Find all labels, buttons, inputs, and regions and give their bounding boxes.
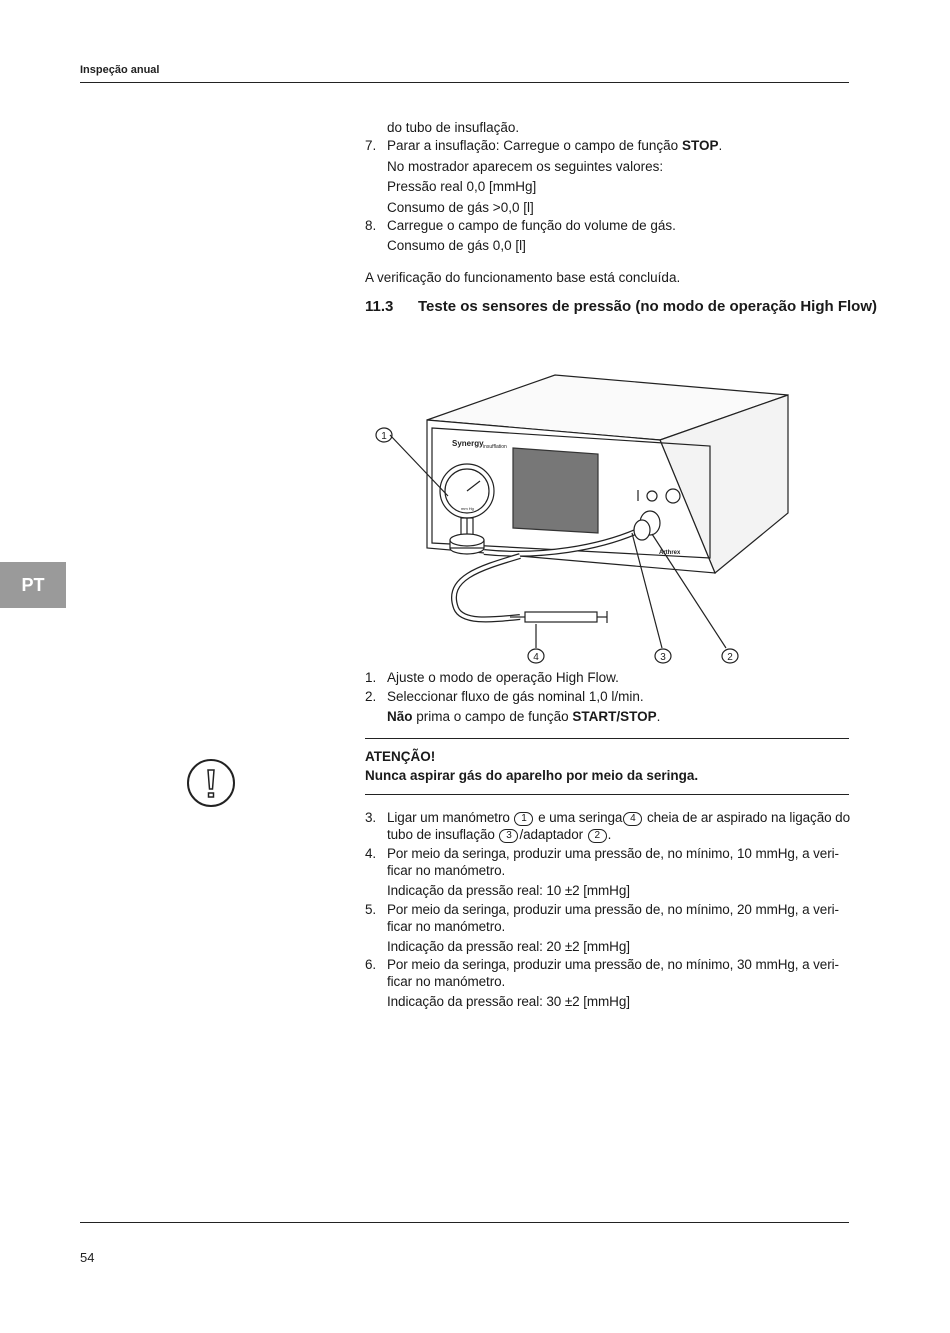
step-7: Parar a insuflação: Carregue o campo de … (387, 138, 723, 153)
step-number: 7. (365, 138, 377, 153)
callout-4: 4 (533, 652, 539, 663)
step-5-line-1: Por meio da seringa, produzir uma pressã… (387, 902, 839, 917)
step-4-line-2: ficar no manómetro. (387, 863, 506, 878)
pressure-real: Pressão real 0,0 [mmHg] (387, 179, 537, 194)
callout-3: 3 (660, 652, 666, 663)
step-8-sub: Consumo de gás 0,0 [l] (387, 238, 526, 253)
step-4-result: Indicação da pressão real: 10 ±2 [mmHg] (387, 883, 630, 898)
step-continuation: do tubo de insuflação. (387, 120, 520, 135)
device-illustration: 1 2 3 4 Synergy insufflation Arthrex mm … (375, 374, 789, 664)
step-number: 5. (365, 902, 377, 917)
warning-rule-top (365, 738, 849, 739)
step-number: 3. (365, 810, 377, 825)
display-intro: No mostrador aparecem os seguintes valor… (387, 159, 664, 174)
step-number: 2. (365, 689, 377, 704)
section-number: 11.3 (365, 298, 394, 315)
device-brand: Synergy (452, 439, 484, 448)
step-1: Ajuste o modo de operação High Flow. (387, 670, 619, 685)
step-6-line-2: ficar no manómetro. (387, 974, 506, 989)
step-number: 6. (365, 957, 377, 972)
step-8: Carregue o campo de função do volume de … (387, 218, 676, 233)
step-2: Seleccionar fluxo de gás nominal 1,0 l/m… (387, 689, 644, 704)
step-2-note: Não prima o campo de função START/STOP. (387, 709, 661, 724)
header-rule (80, 82, 849, 83)
warning-text: Nunca aspirar gás do aparelho por meio d… (365, 768, 699, 783)
running-header: Inspeção anual (80, 64, 160, 76)
step-number: 8. (365, 218, 377, 233)
step-6-line-1: Por meio da seringa, produzir uma pressã… (387, 957, 839, 972)
callout-1: 1 (381, 431, 387, 442)
step-5-line-2: ficar no manómetro. (387, 919, 506, 934)
footer-rule (80, 1222, 849, 1223)
step-number: 4. (365, 846, 377, 861)
step-5-result: Indicação da pressão real: 20 ±2 [mmHg] (387, 939, 630, 954)
warning-title: ATENÇÃO! (365, 749, 436, 764)
maker-logo: Arthrex (659, 550, 681, 556)
step-4-line-1: Por meio da seringa, produzir uma pressã… (387, 846, 839, 861)
callout-ref: 4 (623, 812, 643, 826)
section-title: Teste os sensores de pressão (no modo de… (418, 298, 877, 315)
step-3-line-2: tubo de insuflação 3/adaptador 2. (387, 827, 612, 843)
gauge-unit: mm Hg (461, 506, 474, 511)
step-6-result: Indicação da pressão real: 30 ±2 [mmHg] (387, 994, 630, 1009)
callout-2: 2 (727, 652, 733, 663)
warning-rule-bottom (365, 794, 849, 795)
language-tab: PT (0, 562, 66, 608)
step-number: 1. (365, 670, 377, 685)
exclamation-circle-icon (187, 759, 235, 807)
device-brand-sub: insufflation (483, 444, 507, 450)
callout-ref: 3 (499, 829, 519, 843)
page-number: 54 (80, 1250, 95, 1265)
gas-consumption: Consumo de gás >0,0 [l] (387, 200, 534, 215)
callout-ref: 1 (514, 812, 534, 826)
callout-ref: 2 (587, 829, 607, 843)
check-complete: A verificação do funcionamento base está… (365, 270, 681, 285)
